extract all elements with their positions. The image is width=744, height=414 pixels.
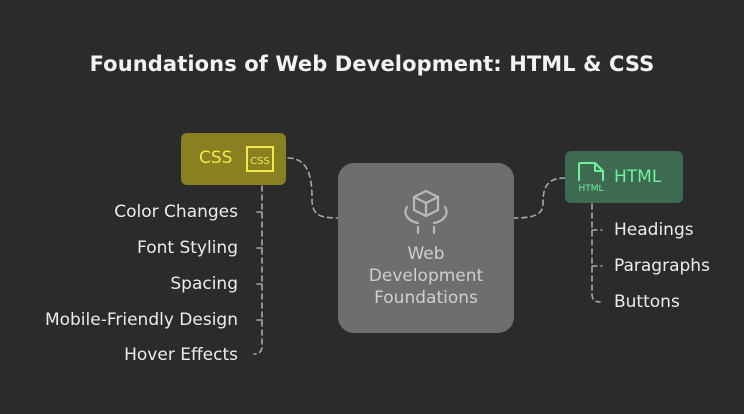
css-item-spacing: Spacing xyxy=(170,274,238,294)
connector-css-center xyxy=(287,157,339,219)
html-item-headings: Headings xyxy=(614,220,694,240)
css-node: CSS CSS xyxy=(181,133,286,185)
center-topic-card: Web Development Foundations xyxy=(338,163,514,333)
html-item-paragraphs: Paragraphs xyxy=(614,256,710,276)
html-node-label: HTML xyxy=(614,167,662,187)
diagram-title: Foundations of Web Development: HTML & C… xyxy=(89,52,655,76)
center-topic-label: Web Development Foundations xyxy=(338,243,514,309)
css-file-icon: CSS xyxy=(246,146,274,172)
css-item-color-changes: Color Changes xyxy=(114,202,238,222)
cube-icon xyxy=(404,189,448,235)
connector-html-center xyxy=(513,177,566,219)
css-items-spine xyxy=(253,185,263,355)
css-item-font-styling: Font Styling xyxy=(137,238,238,258)
center-line-1: Web xyxy=(407,244,445,264)
css-icon-text: CSS xyxy=(250,156,270,167)
html-file-icon: HTML xyxy=(578,162,604,194)
css-item-hover-effects: Hover Effects xyxy=(124,345,238,365)
center-line-3: Foundations xyxy=(374,288,478,308)
html-items-spine xyxy=(591,203,601,303)
css-node-label: CSS xyxy=(199,148,233,168)
center-line-2: Development xyxy=(368,266,484,286)
html-node: HTML HTML xyxy=(565,151,683,203)
html-item-buttons: Buttons xyxy=(614,292,680,312)
css-item-mobile-friendly-design: Mobile-Friendly Design xyxy=(44,310,238,330)
html-icon-text: HTML xyxy=(578,184,603,194)
